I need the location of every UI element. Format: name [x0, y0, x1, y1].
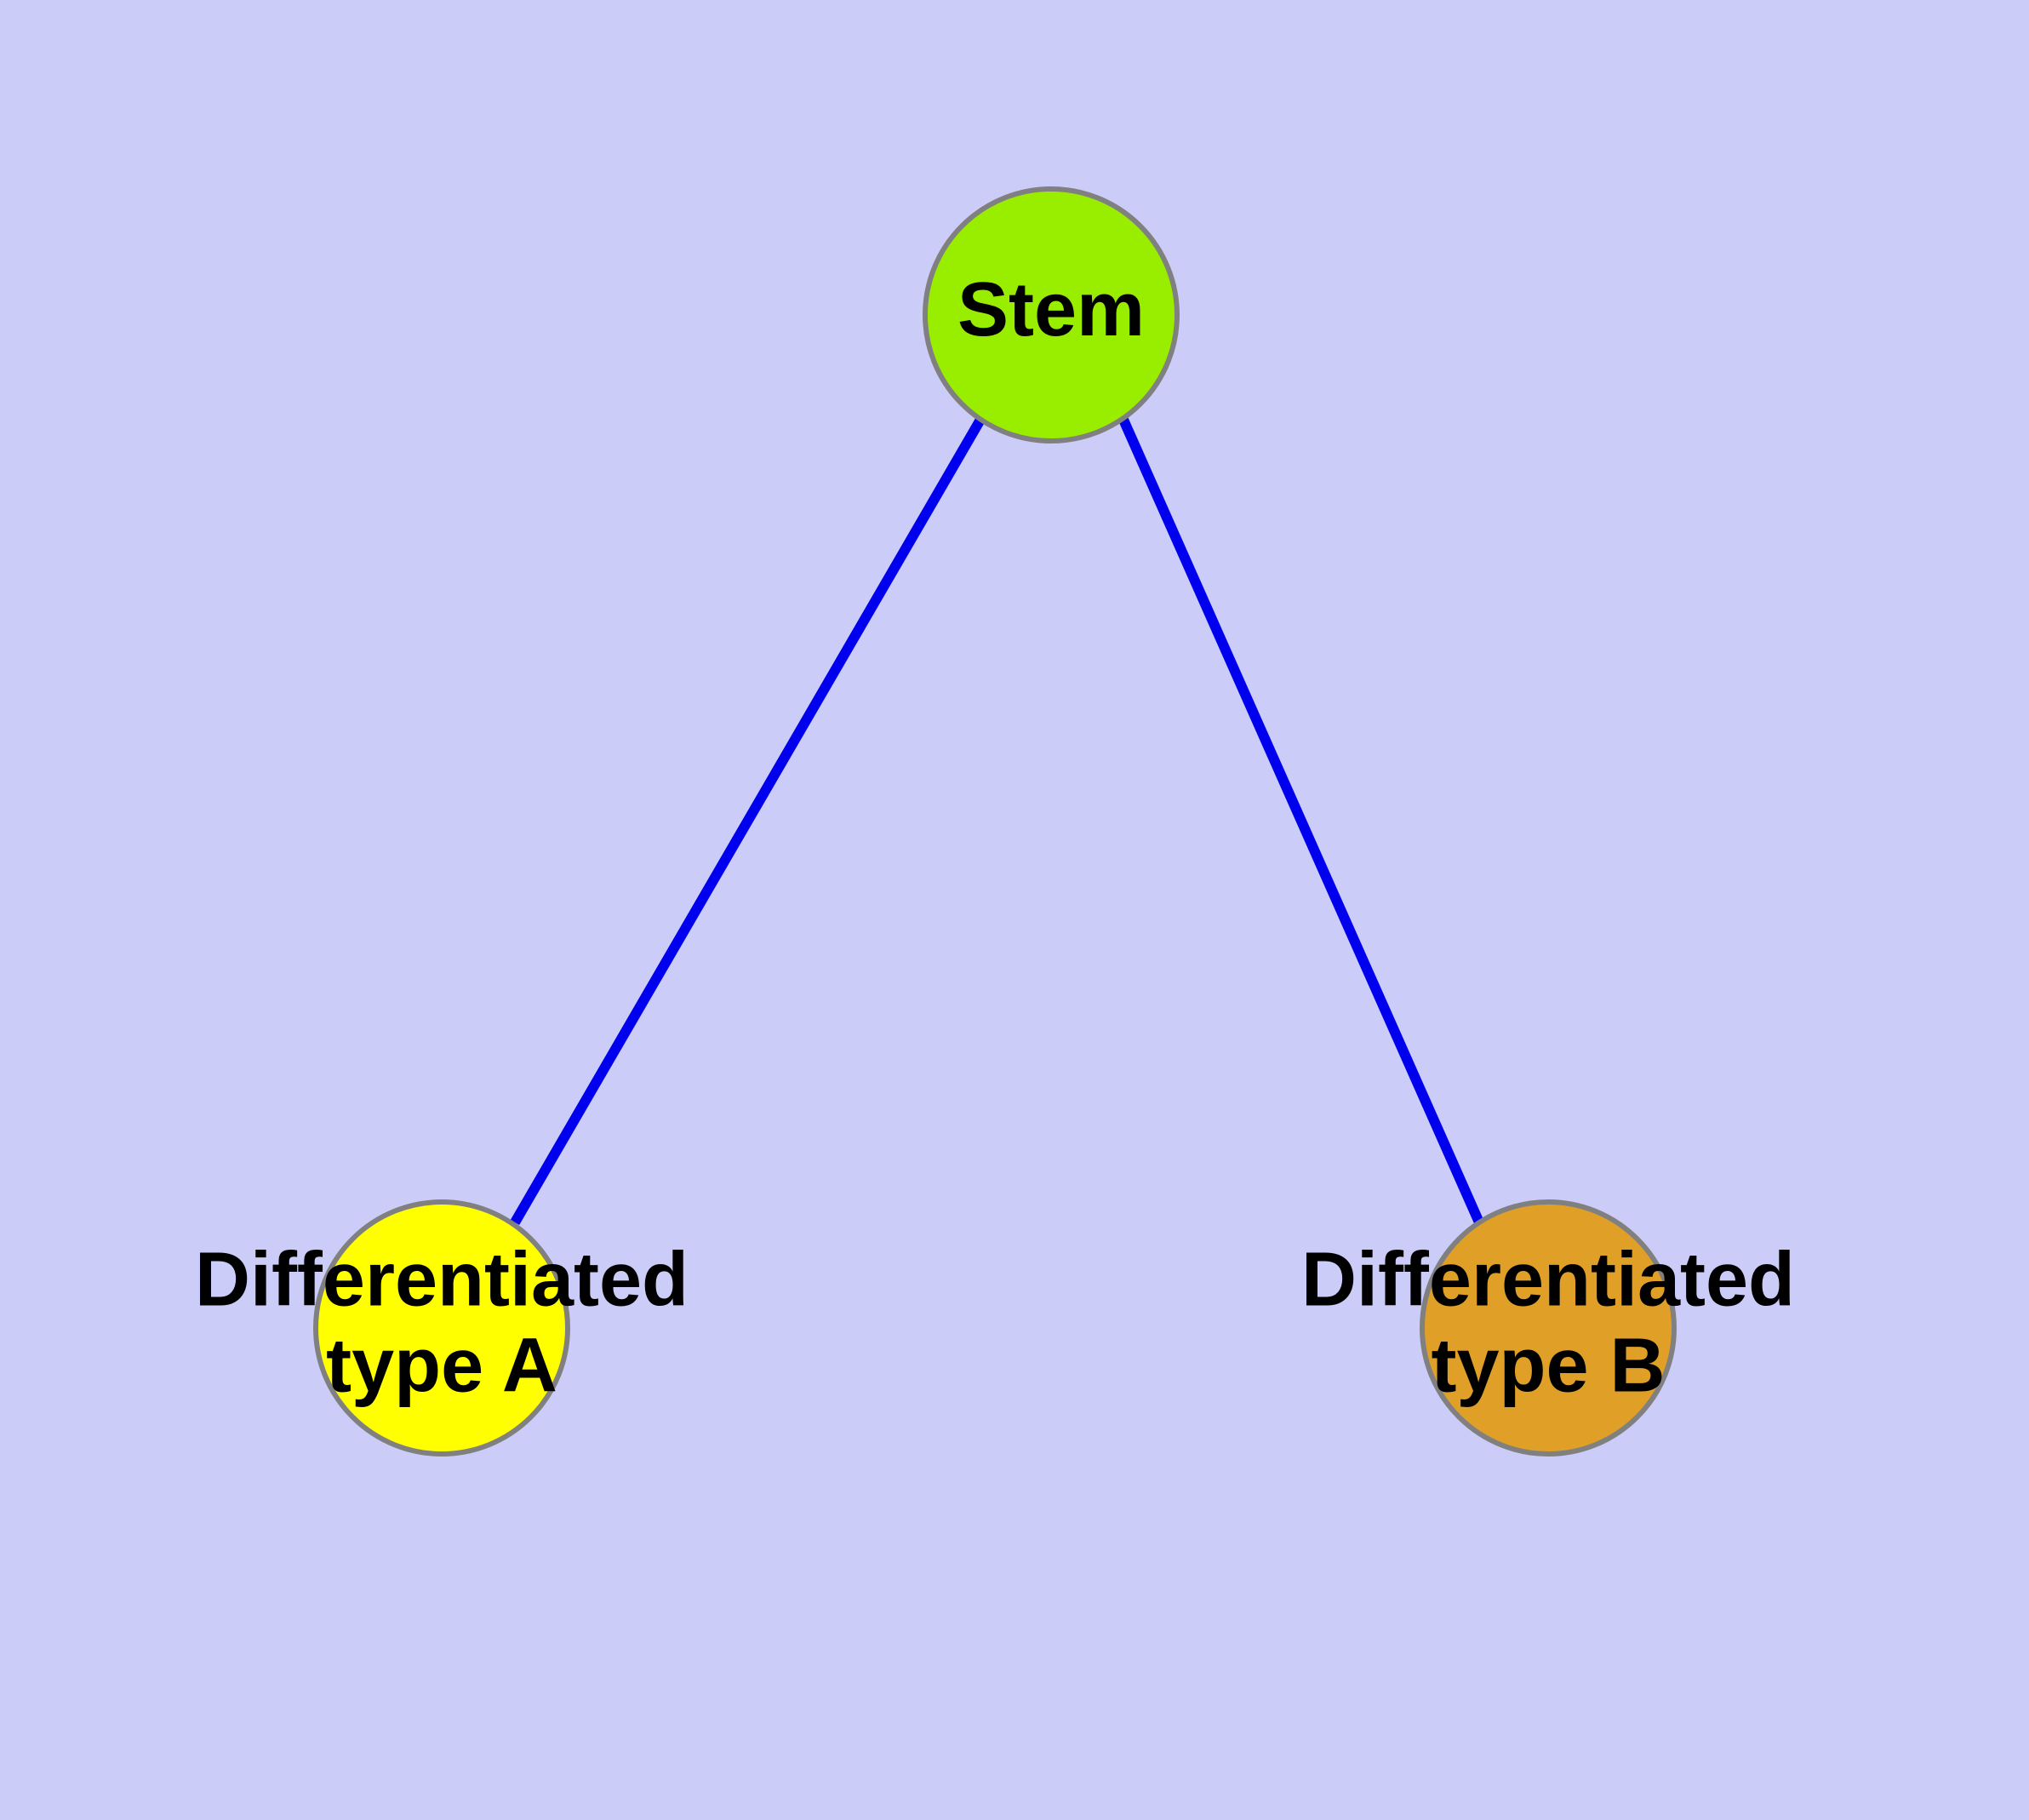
edges-layer	[510, 416, 1484, 1226]
node-label-line: Differentiated	[1301, 1237, 1795, 1322]
nodes-layer	[313, 186, 1677, 1457]
node-label-stem: Stem	[957, 267, 1145, 352]
node-label-line: Differentiated	[195, 1237, 689, 1322]
node-circle-diff-a[interactable]	[313, 1199, 570, 1457]
edge-stem-to-diff-a	[510, 416, 986, 1226]
node-circle-stem[interactable]	[923, 186, 1180, 444]
node-label-line: type B	[1431, 1323, 1665, 1408]
node-label-line: Stem	[957, 267, 1145, 352]
edge-stem-to-diff-b	[1118, 417, 1484, 1225]
node-label-line: type A	[326, 1323, 557, 1408]
node-circle-diff-b[interactable]	[1420, 1199, 1677, 1457]
